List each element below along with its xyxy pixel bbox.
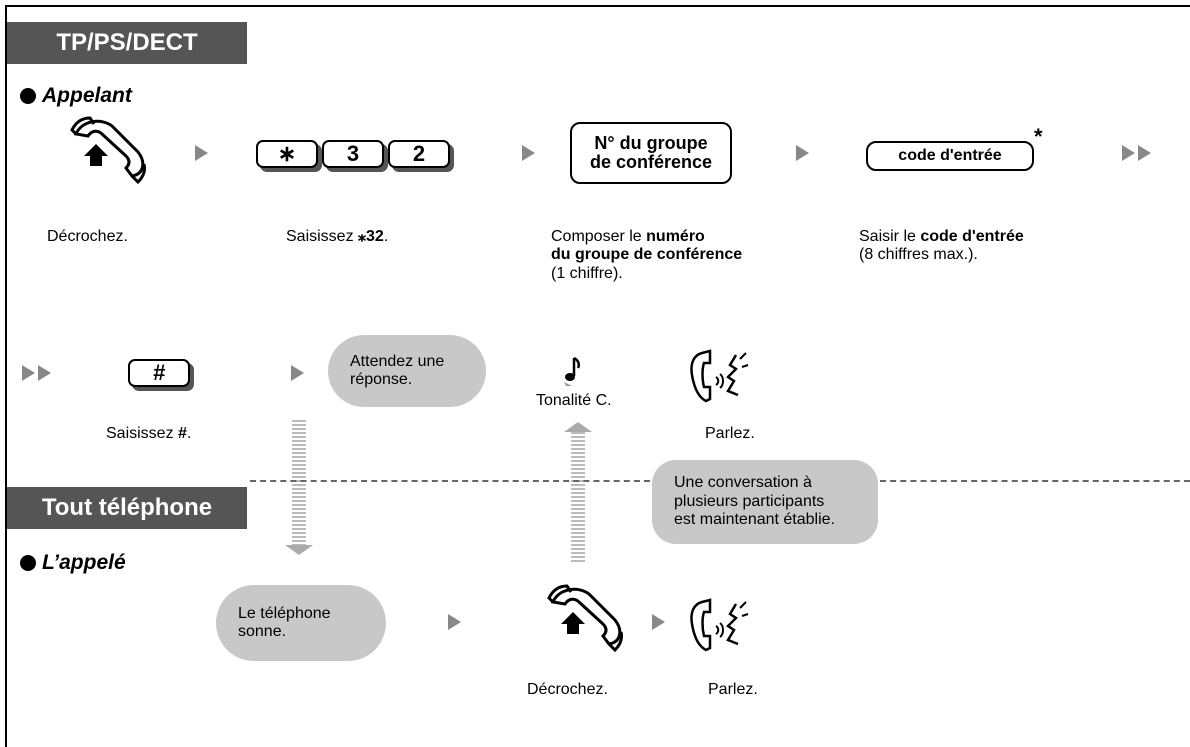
caption-group-bold2: du groupe de conférence [551,246,743,264]
double-flow-arrow [38,365,51,381]
caption-entry-1: Saisir le [859,228,921,245]
bubble-conversation-established: Une conversation à plusieurs participant… [652,460,878,544]
caption-hash-prefix: Saisissez [106,425,179,442]
caption-entry-2: (8 chiffres max.). [859,246,978,264]
entry-code-asterisk: * [1034,124,1043,149]
flow-arrow [195,145,208,161]
bubble-wait-line2: réponse. [350,371,413,388]
key-star: ∗ [256,140,318,168]
connector-down [292,420,306,545]
caption-group-number: Composer le numéro du groupe de conféren… [551,228,742,283]
caption-hash-suffix: . [186,425,192,442]
flow-arrow [291,365,304,381]
caption-dial-code-bold: ⁎32 [358,228,384,245]
callee-label: L’appelé [42,551,126,574]
header-any-phone: Tout téléphone [7,487,247,529]
caption-callee-talk: Parlez. [708,681,758,698]
caption-callee-offhook: Décrochez. [527,681,608,698]
callee-role-label: L’appelé [20,551,126,575]
bullet-icon [20,555,36,571]
double-flow-arrow [1138,145,1151,161]
flow-arrow [522,145,535,161]
bubble-wait-line1: Attendez une [350,352,445,370]
caption-group-1: Composer le [551,228,647,245]
connector-up-arrowhead [564,422,592,432]
talking-handset-icon [690,349,749,403]
conference-key-line2: de conférence [589,152,713,172]
handset-offhook-icon [70,116,146,185]
caption-hash-bold: # [178,425,187,442]
separator-right [880,480,1190,482]
entry-code-key: code d'entrée [866,141,1034,171]
key-2: 2 [388,140,450,168]
talking-handset-icon [690,598,749,652]
bubble-ring-line1: Le téléphone [238,604,331,622]
bubble-conv-line3: est maintenant établie. [674,511,835,529]
header-tp-ps-dect: TP/PS/DECT [7,22,247,64]
bubble-conv-line2: plusieurs participants [674,492,825,510]
diagram-frame [5,5,1190,747]
caller-label: Appelant [42,84,132,107]
caption-dial-code: Saisissez ⁎32. [286,228,388,246]
double-flow-arrow [22,365,35,381]
separator-left [250,480,650,482]
key-3: 3 [322,140,384,168]
caption-dial-suffix: . [383,228,389,245]
caller-role-label: Appelant [20,84,132,108]
key-hash: # [128,359,190,387]
bubble-ring-line2: sonne. [238,623,287,640]
caption-hash: Saisissez #. [106,425,191,443]
bullet-icon [20,88,36,104]
caption-dial-prefix: Saisissez [286,228,359,245]
conference-key-line1: N° du groupe [594,133,708,154]
handset-offhook-icon [547,584,623,653]
connector-up [571,432,585,562]
connector-down-arrowhead [285,545,313,555]
caption-tone: Tonalité C. [536,392,612,409]
double-flow-arrow [1122,145,1135,161]
caption-group-bold1: numéro [646,228,705,245]
flow-arrow [796,145,809,161]
bubble-phone-rings: Le téléphone sonne. [216,585,386,661]
caption-offhook: Décrochez. [47,228,128,245]
bubble-wait-answer: Attendez une réponse. [328,335,486,407]
music-note-icon [564,356,581,386]
flow-arrow [652,614,665,630]
flow-arrow [448,614,461,630]
caption-talk: Parlez. [705,425,755,442]
caption-entry-code: Saisir le code d'entrée (8 chiffres max.… [859,228,1024,265]
bubble-conv-line1: Une conversation à [674,474,812,492]
caption-entry-bold: code d'entrée [920,228,1024,245]
caption-group-3: (1 chiffre). [551,264,623,282]
conference-group-number-key: N° du groupe de conférence [570,122,732,184]
